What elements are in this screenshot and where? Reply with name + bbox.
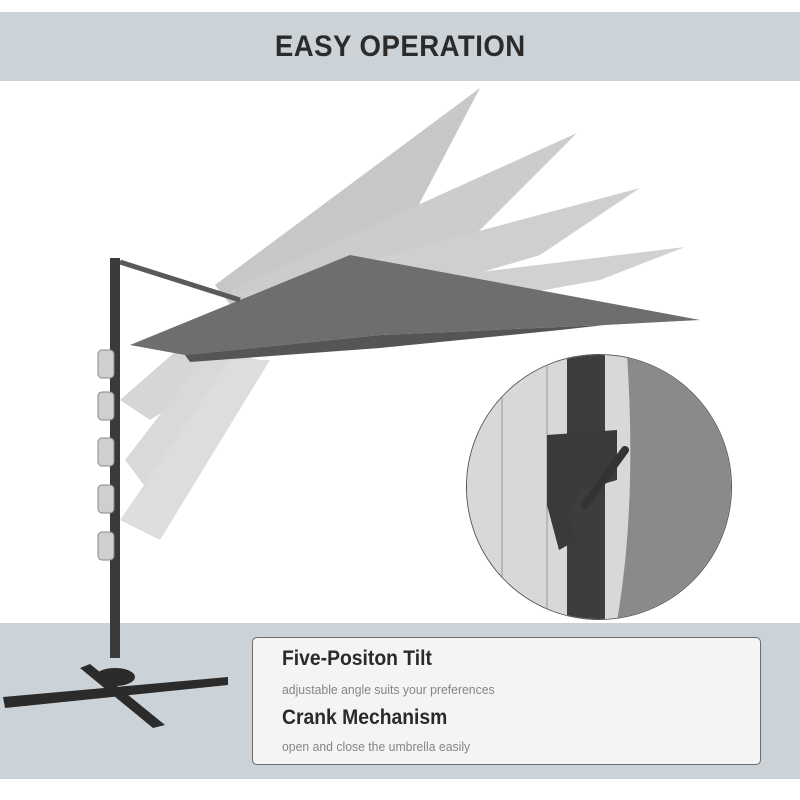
page-title: EASY OPERATION <box>274 29 526 63</box>
crank-detail-inset <box>466 354 732 620</box>
cross-base <box>3 664 228 728</box>
main-canopy <box>130 255 700 355</box>
feature-card: Five-Positon Tilt adjustable angle suits… <box>252 637 761 765</box>
feature-title-tilt: Five-Positon Tilt <box>282 647 432 670</box>
umbrella-pole <box>110 258 120 658</box>
feature-desc-tilt: adjustable angle suits your preferences <box>282 682 495 697</box>
feature-desc-crank: open and close the umbrella easily <box>282 739 471 754</box>
tilt-handles <box>97 349 115 561</box>
title-banner: EASY OPERATION <box>0 12 800 81</box>
feature-title-crank: Crank Mechanism <box>282 706 448 729</box>
